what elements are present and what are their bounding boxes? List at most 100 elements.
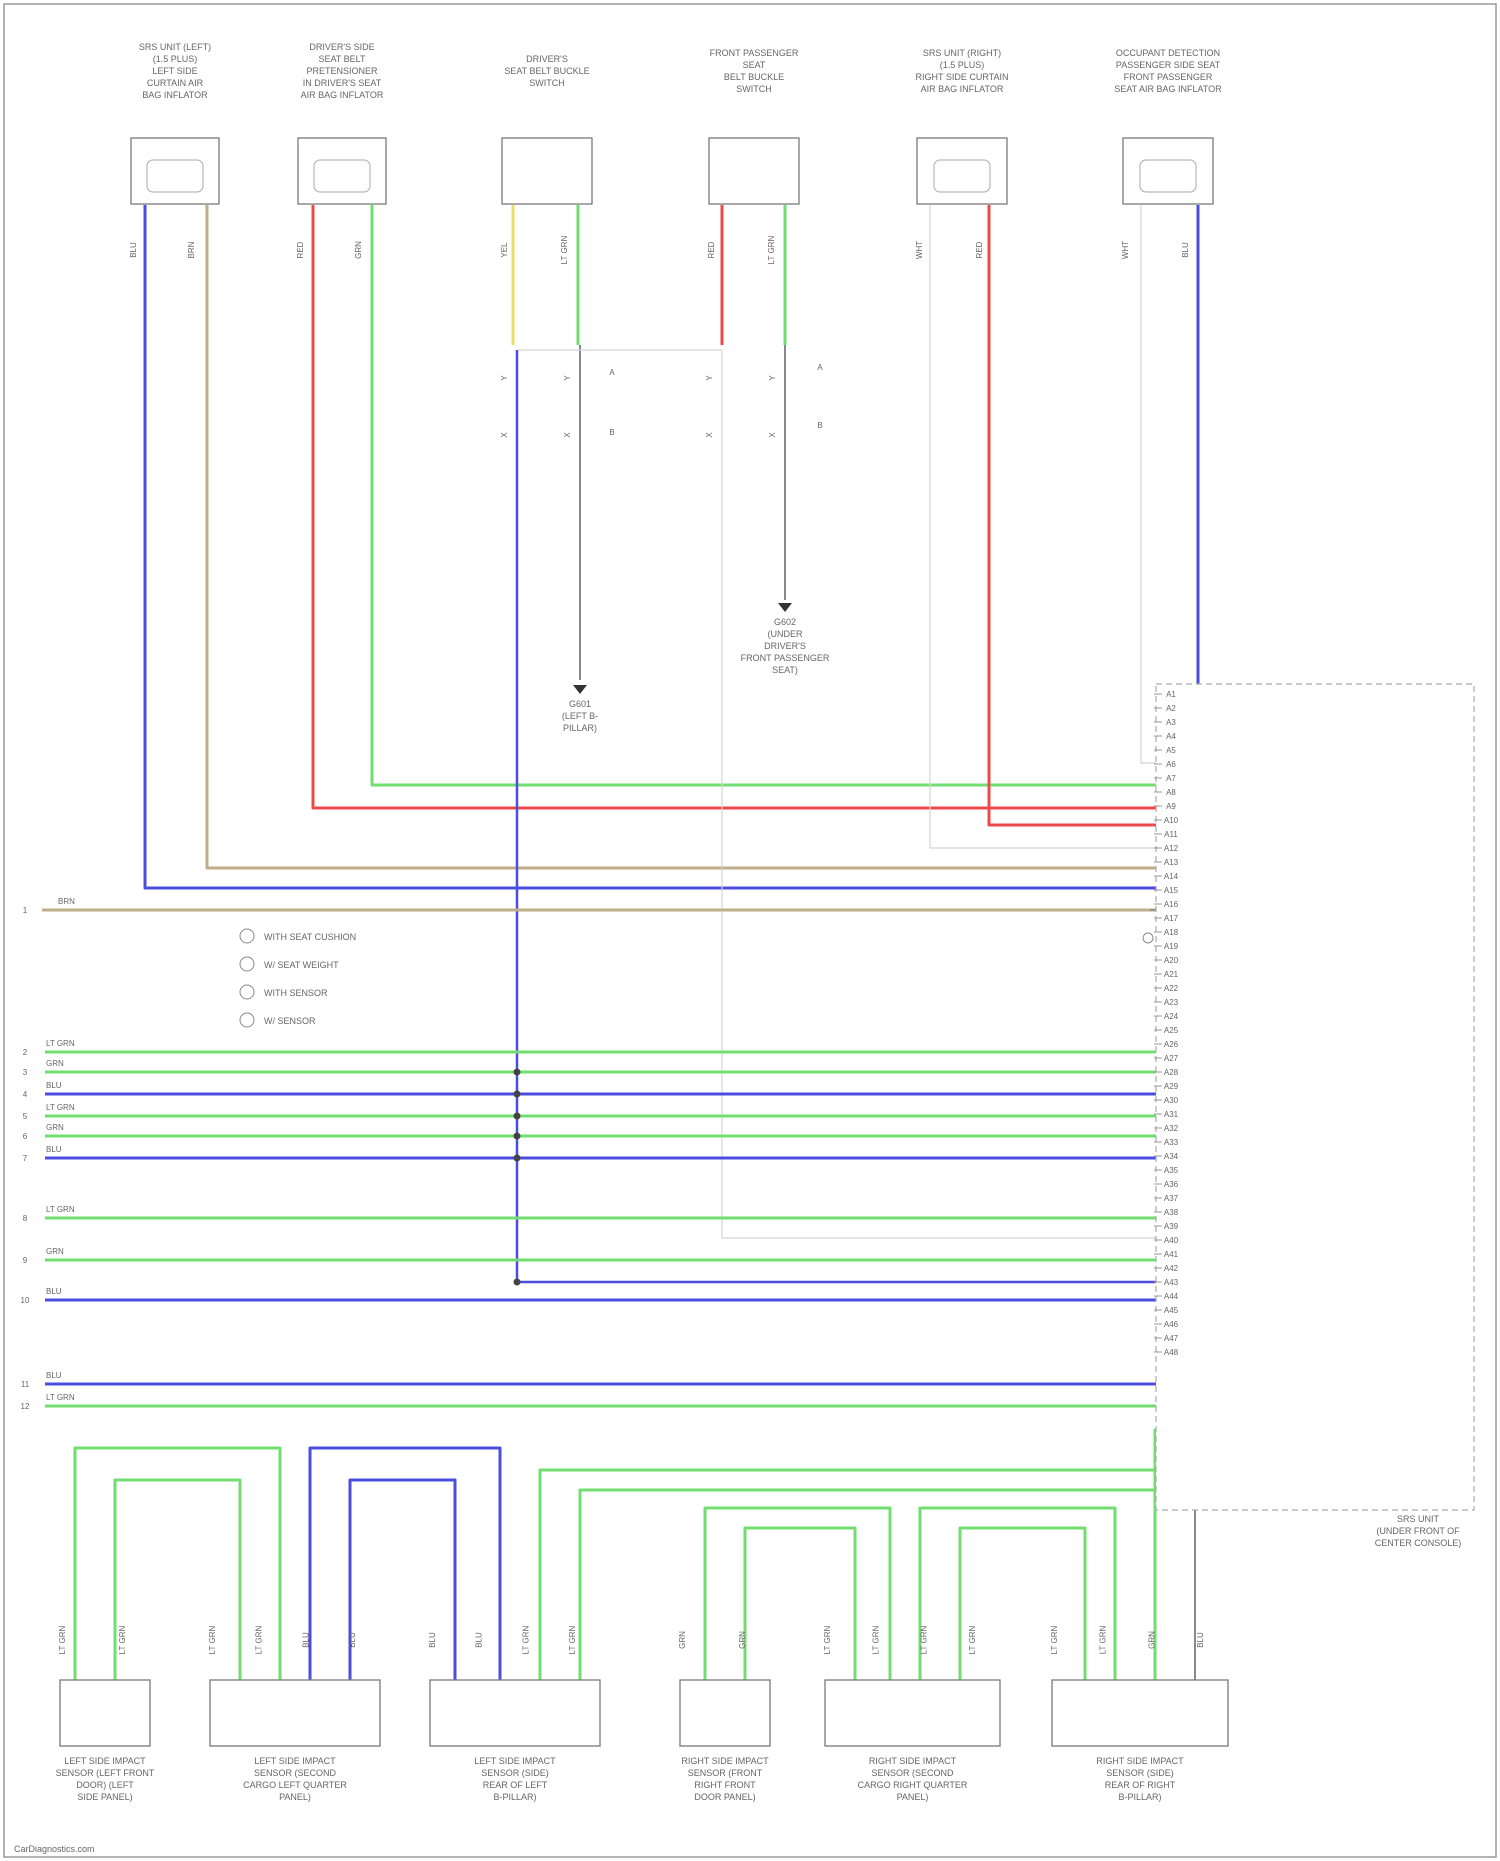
sensor-label: CARGO LEFT QUARTER bbox=[243, 1780, 347, 1790]
side-connector-wire-code: BLU bbox=[46, 1371, 62, 1380]
side-connector-wire-code: GRN bbox=[46, 1059, 64, 1068]
srs-pin-label: A10 bbox=[1164, 816, 1179, 825]
connector-mark: Y bbox=[768, 375, 777, 381]
side-connector-pin: 3 bbox=[23, 1068, 28, 1077]
srs-pin-label: A41 bbox=[1164, 1250, 1179, 1259]
sensor-label: LEFT SIDE IMPACT bbox=[254, 1756, 336, 1766]
component-label: SEAT BELT bbox=[318, 54, 366, 64]
connector-mark: X bbox=[768, 432, 777, 438]
ground-symbol bbox=[573, 685, 587, 694]
connector-id: B bbox=[609, 428, 614, 437]
side-connector-wire-code: BLU bbox=[46, 1081, 62, 1090]
shield-symbol bbox=[1143, 933, 1153, 943]
sensor-box bbox=[1052, 1680, 1228, 1746]
connector-id: A bbox=[817, 363, 823, 372]
component-box bbox=[917, 138, 1007, 204]
sensor-label: SENSOR (SECOND bbox=[871, 1768, 954, 1778]
sensor-label: REAR OF LEFT bbox=[483, 1780, 548, 1790]
connector-mark: Y bbox=[563, 375, 572, 381]
wire-code-label: LT GRN bbox=[521, 1625, 530, 1654]
side-connector: 1BRN2LT GRN3GRN4BLU5LT GRN6GRN7BLU8LT GR… bbox=[21, 897, 76, 1411]
side-connector-pin: 11 bbox=[21, 1380, 30, 1389]
bottom-sensor-1: LEFT SIDE IMPACTSENSOR (LEFT FRONTDOOR) … bbox=[56, 1625, 155, 1802]
wire-loop-left-1 bbox=[75, 1448, 280, 1680]
legend: WITH SEAT CUSHIONW/ SEAT WEIGHTWITH SENS… bbox=[240, 929, 356, 1027]
legend-marker bbox=[240, 929, 254, 943]
srs-pin-label: A30 bbox=[1164, 1096, 1179, 1105]
srs-pin-label: A19 bbox=[1164, 942, 1179, 951]
connector-mark: Y bbox=[500, 375, 509, 381]
side-connector-wire-code: LT GRN bbox=[46, 1039, 75, 1048]
srs-pin-label: A28 bbox=[1164, 1068, 1179, 1077]
wire-code-label: LT GRN bbox=[255, 1625, 264, 1654]
ground-symbol bbox=[778, 603, 792, 612]
component-label: SWITCH bbox=[736, 84, 772, 94]
sensor-box bbox=[680, 1680, 770, 1746]
component-label: DRIVER'S SIDE bbox=[309, 42, 374, 52]
component-label: BELT BUCKLE bbox=[724, 72, 784, 82]
sensor-label: SENSOR (FRONT bbox=[688, 1768, 763, 1778]
wire-code-label: LT GRN bbox=[968, 1625, 977, 1654]
wire-code-label: RED bbox=[296, 241, 305, 258]
component-label: DRIVER'S bbox=[526, 54, 568, 64]
side-connector-pin: 4 bbox=[23, 1090, 28, 1099]
srs-pin-label: A33 bbox=[1164, 1138, 1179, 1147]
wire-code-label: RED bbox=[707, 241, 716, 258]
sensor-label: SENSOR (SIDE) bbox=[1106, 1768, 1174, 1778]
srs-pin-label: A11 bbox=[1164, 830, 1178, 839]
wire-code-label: LT GRN bbox=[767, 235, 776, 264]
srs-pin-label: A15 bbox=[1164, 886, 1179, 895]
component-label: BAG INFLATOR bbox=[142, 90, 208, 100]
sensor-label: RIGHT SIDE IMPACT bbox=[869, 1756, 957, 1766]
wire-code-label: LT GRN bbox=[568, 1625, 577, 1654]
wire-loop-right-4 bbox=[960, 1528, 1085, 1680]
bottom-sensor-5: RIGHT SIDE IMPACT SENSOR (SECOND CARGO RIG… bbox=[823, 1625, 1000, 1802]
sensor-label: DOOR PANEL) bbox=[694, 1792, 755, 1802]
wire-code-label: BRN bbox=[187, 241, 196, 258]
component-box bbox=[502, 138, 592, 204]
ground-label: DRIVER'S bbox=[764, 641, 806, 651]
sensor-label: LEFT SIDE IMPACT bbox=[474, 1756, 556, 1766]
wire-code-label: BLU bbox=[1196, 1632, 1205, 1648]
side-connector-pin: 5 bbox=[23, 1112, 28, 1121]
component-box bbox=[131, 138, 219, 204]
splice-dot bbox=[514, 1069, 521, 1076]
srs-pin-label: A6 bbox=[1166, 760, 1176, 769]
srs-pin-label: A5 bbox=[1166, 746, 1176, 755]
srs-pin-label: A31 bbox=[1164, 1110, 1179, 1119]
srs-pin-label: A9 bbox=[1166, 802, 1176, 811]
wire-code-label: GRN bbox=[354, 241, 363, 259]
legend-marker bbox=[240, 1013, 254, 1027]
srs-pin-label: A21 bbox=[1164, 970, 1179, 979]
connector-id: B bbox=[817, 421, 822, 430]
sensor-label: CARGO RIGHT QUARTER bbox=[858, 1780, 968, 1790]
srs-pin-label: A48 bbox=[1164, 1348, 1179, 1357]
wire-code-label: LT GRN bbox=[823, 1625, 832, 1654]
side-connector-wire-code: LT GRN bbox=[46, 1393, 75, 1402]
footer-credit: CarDiagnostics.com bbox=[14, 1844, 95, 1854]
sensor-box bbox=[210, 1680, 380, 1746]
side-connector-wire-code: BRN bbox=[58, 897, 75, 906]
wire-layer bbox=[42, 205, 1338, 1680]
sensor-label: SIDE PANEL) bbox=[77, 1792, 132, 1802]
wire-code-label: YEL bbox=[500, 242, 509, 258]
sensor-box bbox=[825, 1680, 1000, 1746]
component-box bbox=[298, 138, 386, 204]
connector-mark: X bbox=[563, 432, 572, 438]
component-label: AIR BAG INFLATOR bbox=[921, 84, 1004, 94]
component-label: SWITCH bbox=[529, 78, 565, 88]
wire-code-label: LT GRN bbox=[560, 235, 569, 264]
sensor-label: B-PILLAR) bbox=[493, 1792, 536, 1802]
srs-pin-label: A38 bbox=[1164, 1208, 1179, 1217]
srs-pin-label: A24 bbox=[1164, 1012, 1179, 1021]
srs-pin-label: A39 bbox=[1164, 1222, 1179, 1231]
srs-pin-label: A4 bbox=[1166, 732, 1176, 741]
component-label: (1.5 PLUS) bbox=[153, 54, 198, 64]
connector-mark: Y bbox=[705, 375, 714, 381]
srs-pin-label: A13 bbox=[1164, 858, 1179, 867]
srs-pin-label: A46 bbox=[1164, 1320, 1179, 1329]
srs-pin-label: A18 bbox=[1164, 928, 1179, 937]
srs-pin-label: A2 bbox=[1166, 704, 1176, 713]
ground-label: FRONT PASSENGER bbox=[741, 653, 830, 663]
